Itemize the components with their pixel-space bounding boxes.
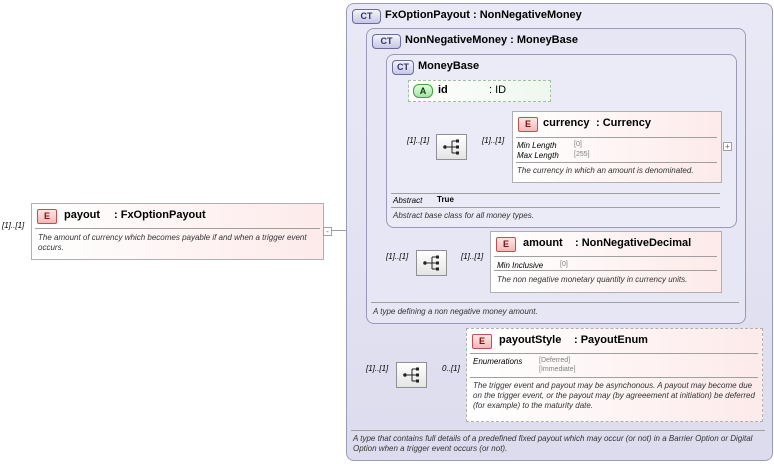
sequence-icon [443,139,459,155]
currency-doc: The currency in which an amount is denom… [517,166,694,175]
payout-name: payout [64,209,101,221]
amount-element[interactable]: E amount : NonNegativeDecimal Min Inclus… [490,231,722,293]
attribute-badge: A [413,84,433,98]
abstract-label: Abstract [393,196,423,205]
amount-cardinality: [1]..[1] [461,252,484,261]
amount-sequence-node[interactable] [416,250,447,276]
element-badge: E [518,117,538,132]
payout-separator [35,228,320,229]
element-badge: E [37,209,57,224]
payoutstyle-element[interactable]: E payoutStyle : PayoutEnum Enumerations … [466,328,763,422]
min-inclusive-value: [0] [560,261,568,268]
payoutstyle-name: payoutStyle [499,334,562,346]
element-badge: E [472,334,492,349]
currency-expand-button[interactable]: + [723,142,732,151]
currency-element[interactable]: E currency : Currency Min Length [0] Max… [512,111,722,183]
complex-type-badge: CT [352,9,381,24]
complex-type-badge: CT [392,60,414,75]
payout-element[interactable]: E payout : FxOptionPayout The amount of … [31,203,324,260]
amount-seq-cardinality: [1]..[1] [386,252,409,261]
currency-seq-cardinality: [1]..[1] [407,136,430,145]
payoutstyle-separator [470,353,758,354]
currency-type: : Currency [596,117,652,129]
moneybase-separator [391,207,720,208]
element-badge: E [496,237,516,252]
abstract-value: True [437,195,454,204]
enumerations-label: Enumerations [473,357,523,366]
moneybase-title: MoneyBase [418,60,480,72]
nonnegativemoney-separator [371,302,739,303]
moneybase-doc: Abstract base class for all money types. [393,211,534,220]
currency-cardinality: [1]..[1] [482,136,505,145]
amount-doc-separator [494,270,717,271]
currency-name: currency [543,117,590,129]
root-cardinality: [1]..[1] [2,221,25,230]
amount-doc: The non negative monetary quantity in cu… [497,275,688,284]
id-name: id [438,84,448,96]
sequence-icon [403,367,419,383]
fxoptionpayout-title: FxOptionPayout : NonNegativeMoney [385,9,582,21]
max-length-label: Max Length [517,151,559,160]
payout-type: : FxOptionPayout [114,209,206,221]
enum-deferred: [Deferred] [539,357,571,364]
currency-separator [516,137,717,138]
payoutstyle-seq-cardinality: [1]..[1] [366,364,389,373]
enum-immediate: [Immediate] [539,366,576,373]
id-attribute[interactable]: A id : ID [408,80,551,102]
id-type: : ID [489,84,507,96]
sequence-icon [423,255,439,271]
min-inclusive-label: Min Inclusive [497,261,544,270]
payoutstyle-doc-separator [470,377,758,378]
amount-name: amount [523,237,563,249]
connector-root [332,230,356,231]
min-length-label: Min Length [517,141,557,150]
amount-type: : NonNegativeDecimal [575,237,692,249]
payoutstyle-doc: The trigger event and payout may be asyn… [473,381,755,410]
payoutstyle-cardinality: 0..[1] [442,364,460,373]
amount-separator [494,256,717,257]
payout-collapse-button[interactable]: - [323,227,332,236]
currency-doc-separator [516,162,717,163]
payoutstyle-type: : PayoutEnum [574,334,648,346]
moneybase-separator-top [391,193,720,194]
currency-sequence-node[interactable] [436,134,467,160]
complex-type-badge: CT [372,34,401,49]
payoutstyle-sequence-node[interactable] [396,362,427,388]
min-length-value: [0] [574,141,582,148]
fxoptionpayout-doc: A type that contains full details of a p… [353,434,753,453]
fxoptionpayout-separator [351,430,765,431]
max-length-value: [255] [574,151,590,158]
payout-doc: The amount of currency which becomes pay… [38,233,307,252]
nonnegativemoney-doc: A type defining a non negative money amo… [373,307,538,316]
nonnegativemoney-title: NonNegativeMoney : MoneyBase [405,34,578,46]
